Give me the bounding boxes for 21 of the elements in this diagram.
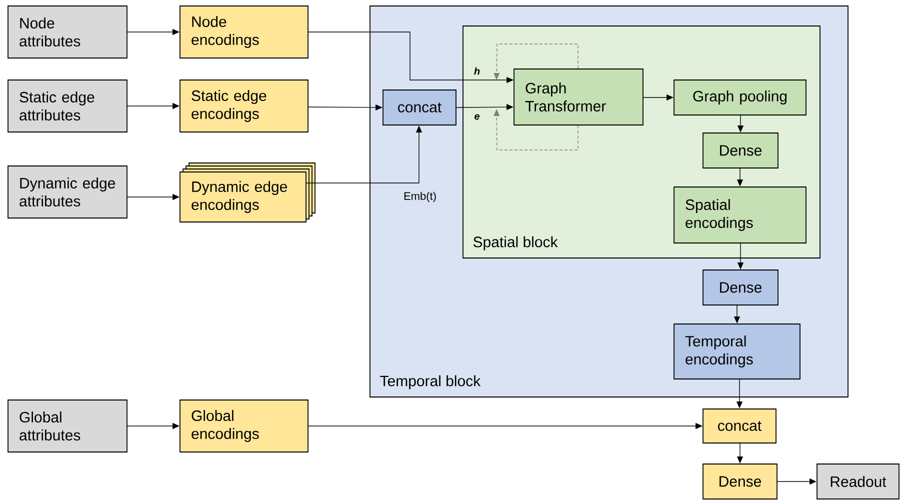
encoding-box: Node encodings <box>180 6 308 58</box>
edge-label: Emb(t) <box>404 192 436 202</box>
process-box: Graph pooling <box>674 80 806 116</box>
stacked-encoding-box: Dynamic edge encodings <box>180 162 316 222</box>
input-box: Dynamic edge attributes <box>8 166 128 218</box>
output-box: Readout <box>816 464 900 500</box>
encoding-box: Global encodings <box>180 400 308 452</box>
process-box: concat <box>702 408 776 444</box>
input-box: Static edge attributes <box>8 80 128 132</box>
input-box: Node attributes <box>8 6 128 58</box>
edge-label: h <box>474 67 480 75</box>
process-box: Dense <box>702 464 778 500</box>
process-box: Spatial encodings <box>674 186 806 244</box>
input-box: Global attributes <box>8 400 128 452</box>
process-box: Temporal encodings <box>674 324 800 380</box>
process-box: Graph Transformer <box>514 68 644 126</box>
process-box: Dense <box>702 132 778 168</box>
edge-label: e <box>474 114 480 120</box>
process-box: Dense <box>702 270 778 306</box>
process-box: concat <box>382 90 456 126</box>
encoding-box: Static edge encodings <box>180 80 308 132</box>
